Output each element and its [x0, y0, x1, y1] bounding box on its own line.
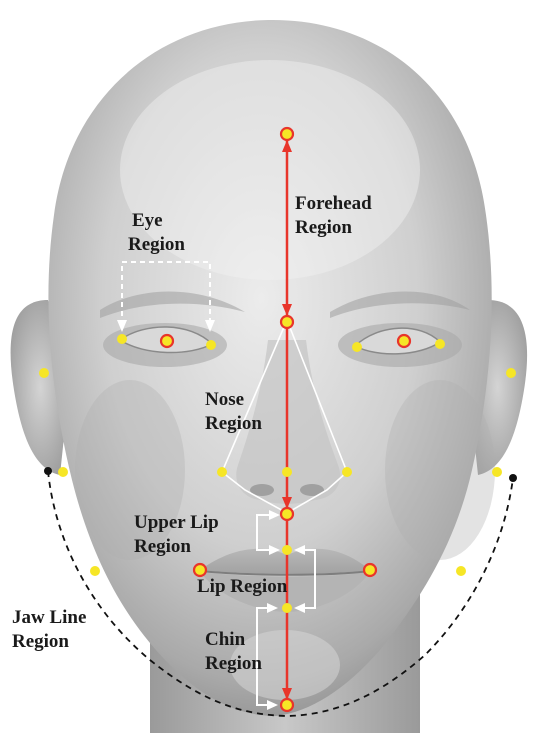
landmark-right-nose-wing: [342, 467, 352, 477]
jaw-line-region-label: Jaw Line Region: [12, 606, 86, 654]
forehead-label-line1: Forehead: [295, 192, 372, 216]
lip-region-label: Lip Region: [197, 575, 287, 599]
upper-lip-region-label: Upper Lip Region: [134, 511, 219, 559]
landmark-nasion: [281, 316, 293, 328]
landmark-right-temple: [506, 368, 516, 378]
eye-label-line2: Region: [128, 233, 185, 257]
landmark-left-pupil: [161, 335, 173, 347]
right-cheek-shade: [385, 380, 495, 560]
jaw-label-line1: Jaw Line: [12, 606, 86, 630]
landmark-jaw-right-end: [509, 474, 517, 482]
landmark-right-eye-inner: [352, 342, 362, 352]
landmark-right-cheek: [492, 467, 502, 477]
chin-region-label: Chin Region: [205, 628, 262, 676]
landmark-right-eye-outer: [435, 339, 445, 349]
lip-label-line1: Lip Region: [197, 575, 287, 599]
forehead-label-line2: Region: [295, 216, 372, 240]
nose-region-label: Nose Region: [205, 388, 262, 436]
landmark-left-eye-inner: [206, 340, 216, 350]
forehead-region-label: Forehead Region: [295, 192, 372, 240]
upper-lip-label-line1: Upper Lip: [134, 511, 219, 535]
landmark-right-jaw: [456, 566, 466, 576]
landmark-forehead-top: [281, 128, 293, 140]
chin-label-line2: Region: [205, 652, 262, 676]
jaw-label-line2: Region: [12, 630, 86, 654]
landmark-left-jaw: [90, 566, 100, 576]
landmark-right-mouth-corner: [364, 564, 376, 576]
upper-lip-label-line2: Region: [134, 535, 219, 559]
landmark-left-nose-wing: [217, 467, 227, 477]
eye-region-label: Eye Region: [128, 209, 185, 257]
landmark-chin-bottom: [281, 699, 293, 711]
landmark-left-temple: [39, 368, 49, 378]
landmark-left-cheek: [58, 467, 68, 477]
nose-label-line1: Nose: [205, 388, 262, 412]
eye-label-line1: Eye: [128, 209, 185, 233]
landmark-upper-lip: [282, 545, 292, 555]
landmark-nose-tip: [282, 467, 292, 477]
landmark-jaw-left-end: [44, 467, 52, 475]
landmark-lower-lip: [282, 603, 292, 613]
nose-label-line2: Region: [205, 412, 262, 436]
landmark-right-pupil: [398, 335, 410, 347]
landmark-subnasale: [281, 508, 293, 520]
landmark-left-eye-outer: [117, 334, 127, 344]
chin-label-line1: Chin: [205, 628, 262, 652]
